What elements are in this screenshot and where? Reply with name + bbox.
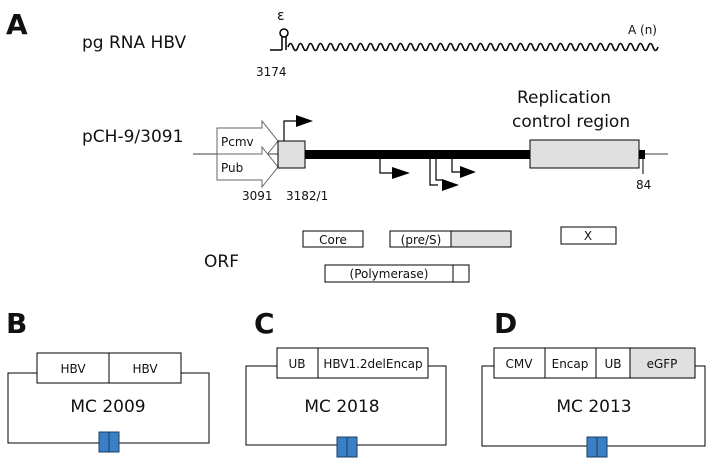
panel-letter-a: A [6, 8, 28, 41]
orf-label: ORF [204, 252, 239, 272]
orf-polymerase-label: (Polymerase) [350, 267, 429, 281]
backbone-marker-c [336, 436, 358, 458]
replication-label: Replication [517, 88, 611, 108]
orf-pres: (pre/S) [389, 230, 512, 248]
polya-label: A (n) [628, 23, 657, 37]
pch-construct: Pcmv Pub [193, 115, 668, 191]
mc-2013-label: MC 2013 [556, 397, 631, 417]
panel-c: C UB HBV1.2delEncap MC 2018 [245, 307, 447, 458]
panel-d: D CMV Encap UB eGFP MC 2013 [481, 307, 706, 458]
orf-x: X [560, 226, 617, 245]
orf-core-label: Core [319, 233, 347, 247]
pos-84: 84 [636, 178, 651, 192]
segment-b-hbv-1: HBV [60, 362, 86, 376]
segment-c-ub: UB [288, 357, 305, 371]
segment-d-cmv: CMV [506, 357, 534, 371]
epsilon-stem-loop [270, 28, 289, 51]
segment-c-hbv: HBV1.2delEncap [323, 357, 422, 371]
pos-3182-1: 3182/1 [286, 189, 328, 203]
panel-letter-c: C [254, 307, 275, 340]
egfp-box [629, 347, 696, 379]
panel-a: A pg RNA HBV ε A (n) 3174 pCH-9/3091 Rep… [6, 8, 668, 283]
hbv-genome-bar [305, 150, 530, 159]
transcription-arrow-2 [429, 159, 459, 191]
replication-control-box [529, 139, 640, 169]
transcription-arrow-top [283, 115, 313, 141]
orf-core: Core [302, 230, 364, 248]
segment-d-encap: Encap [552, 357, 589, 371]
transcription-arrow-3 [451, 159, 476, 178]
panel-letter-d: D [494, 307, 517, 340]
orf-pres-label: (pre/S) [401, 233, 442, 247]
segment-b-hbv-2: HBV [132, 362, 158, 376]
epsilon-label: ε [277, 8, 285, 24]
segment-d-ub: UB [604, 357, 621, 371]
orf-polymerase: (Polymerase) [324, 264, 470, 283]
segment-d-egfp: eGFP [647, 357, 678, 371]
pos-3091: 3091 [242, 189, 273, 203]
transcription-arrow-1 [379, 159, 410, 179]
insert-c [276, 347, 429, 379]
panel-letter-b: B [6, 307, 27, 340]
mc-2018-label: MC 2018 [304, 397, 379, 417]
genome-bar-end [639, 150, 645, 159]
control-region-label: control region [512, 112, 630, 132]
start-box [277, 140, 306, 169]
mc-2009-label: MC 2009 [70, 397, 145, 417]
orf-x-label: X [584, 229, 592, 243]
pub-label: Pub [221, 161, 243, 175]
backbone-marker-d [586, 436, 608, 458]
backbone-marker-b [98, 431, 120, 453]
pch-label: pCH-9/3091 [82, 127, 183, 147]
pgrna-label: pg RNA HBV [82, 33, 186, 53]
pcmv-label: Pcmv [221, 135, 254, 149]
pub-arrow [216, 145, 279, 189]
pgrna-start-position: 3174 [256, 65, 287, 79]
panel-b: B HBV HBV MC 2009 [6, 307, 210, 453]
pgrna-wave [287, 42, 659, 52]
